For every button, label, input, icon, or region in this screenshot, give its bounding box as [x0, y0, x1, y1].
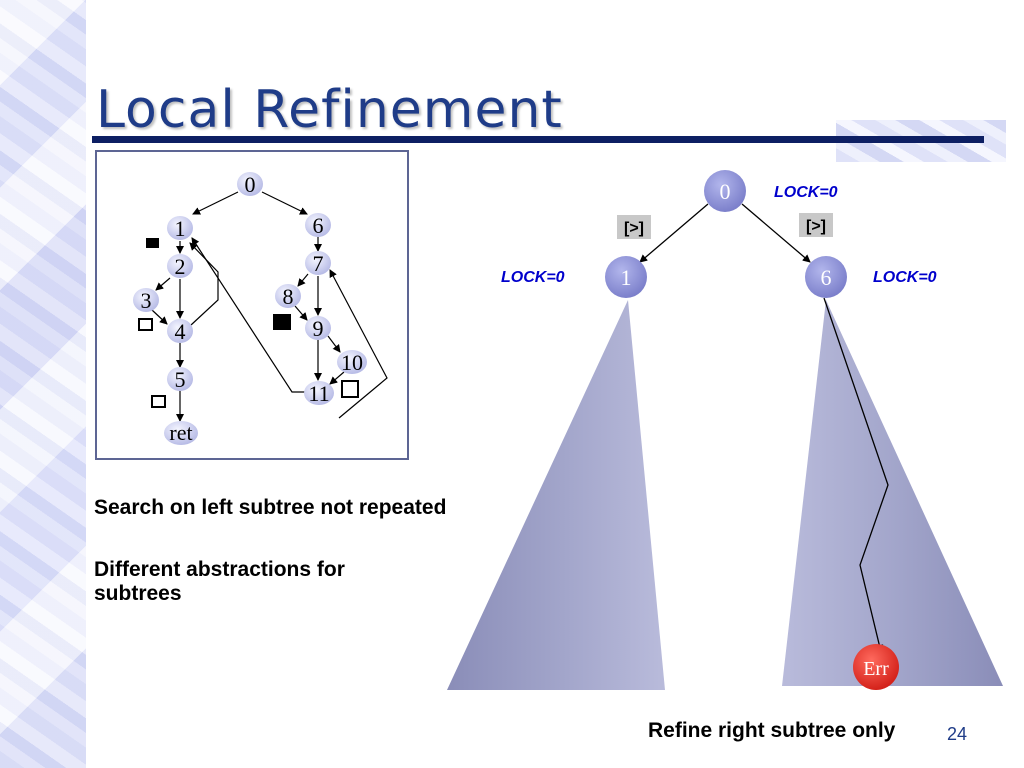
tree-edges	[639, 203, 889, 653]
filled-marker	[273, 314, 291, 330]
cfg-edge-3-4	[151, 309, 168, 325]
note-abstractions: Different abstractions for subtrees	[94, 558, 345, 605]
tree-edge-0-6	[741, 203, 811, 263]
predicate-label: [>]	[624, 220, 644, 237]
slide-title: Local Refinement	[96, 80, 563, 140]
lock-label-right: LOCK=0	[873, 269, 937, 286]
cfg-node-label: 6	[313, 213, 324, 238]
cfg-node-6: 6	[305, 213, 331, 238]
cfg-markers	[138, 238, 359, 408]
cfg-node-label: 7	[313, 251, 324, 276]
cfg-edge-0-6	[261, 191, 308, 215]
page-number: 24	[947, 724, 968, 744]
decorative-sidebar	[0, 0, 86, 768]
cfg-node-label: 8	[283, 284, 294, 309]
cfg-node-label: 5	[175, 367, 186, 392]
tree-node-label: 0	[720, 179, 731, 204]
cfg-node-7: 7	[305, 251, 331, 276]
cfg-edge-2-3	[155, 277, 171, 291]
cfg-edge-0-1	[192, 191, 239, 215]
cfg-edge-11-1-back	[191, 237, 307, 393]
lock-label-left: LOCK=0	[501, 269, 565, 286]
title-underline	[92, 136, 984, 143]
caption: Refine right subtree only	[648, 719, 896, 742]
lock-label-root: LOCK=0	[774, 184, 838, 201]
cfg-node-ret: ret	[164, 420, 198, 445]
cfg-node-4: 4	[167, 319, 193, 344]
tree-node-error: Err	[853, 644, 899, 690]
cfg-edge-9-10	[327, 335, 341, 353]
cfg-edges	[151, 191, 388, 422]
cfg-edge-7-8	[297, 273, 309, 287]
predicate-box-left: [>]	[617, 215, 651, 239]
cfg-node-5: 5	[167, 367, 193, 392]
cfg-node-label: 0	[245, 172, 256, 197]
cfg-node-label: 4	[175, 319, 186, 344]
tree-node-label: 6	[821, 265, 832, 290]
cfg-node-label: 10	[341, 350, 363, 375]
tree-nodes: 0 1 6 Err	[605, 170, 899, 690]
cfg-edge-10-7-back	[329, 269, 388, 419]
cfg-node-8: 8	[275, 284, 301, 309]
cfg-node-9: 9	[305, 316, 331, 341]
tree-node-right: 6	[805, 256, 847, 298]
tree-node-left: 1	[605, 256, 647, 298]
cfg-node-label: 1	[175, 216, 186, 241]
cfg-node-label: 3	[141, 288, 152, 313]
cfg-node-3: 3	[133, 288, 159, 313]
predicate-boxes: [>] [>]	[617, 213, 833, 239]
empty-marker	[151, 395, 166, 408]
right-subtree-triangle	[782, 300, 1003, 686]
tree-node-root: 0	[704, 170, 746, 212]
predicate-box-right: [>]	[799, 213, 833, 237]
predicate-label: [>]	[806, 218, 826, 235]
tree-edge-0-1	[639, 203, 709, 263]
lock-labels: LOCK=0 LOCK=0 LOCK=0	[501, 184, 937, 286]
tree-node-label: 1	[621, 265, 632, 290]
cfg-node-label: 11	[308, 381, 329, 406]
error-node-label: Err	[863, 658, 889, 680]
error-path	[823, 297, 889, 653]
cfg-edge-10-11	[329, 371, 345, 385]
filled-marker	[146, 238, 159, 248]
cfg-edge-8-9	[294, 305, 308, 321]
cfg-node-10: 10	[337, 350, 367, 375]
note-left-subtree: Search on left subtree not repeated	[94, 496, 447, 519]
empty-marker	[138, 318, 153, 331]
cfg-edge-4-1-back	[189, 242, 219, 326]
empty-marker	[341, 380, 359, 398]
cfg-node-0: 0	[237, 172, 263, 197]
cfg-node-label: 9	[313, 316, 324, 341]
left-subtree-triangle	[447, 300, 665, 690]
cfg-node-label: ret	[169, 420, 192, 445]
cfg-node-2: 2	[167, 254, 193, 279]
cfg-node-label: 2	[175, 254, 186, 279]
cfg-node-11: 11	[304, 381, 334, 406]
cfg-nodes: 0 1 2 3 4 5 ret 6	[133, 172, 367, 445]
cfg-node-1: 1	[167, 216, 193, 241]
